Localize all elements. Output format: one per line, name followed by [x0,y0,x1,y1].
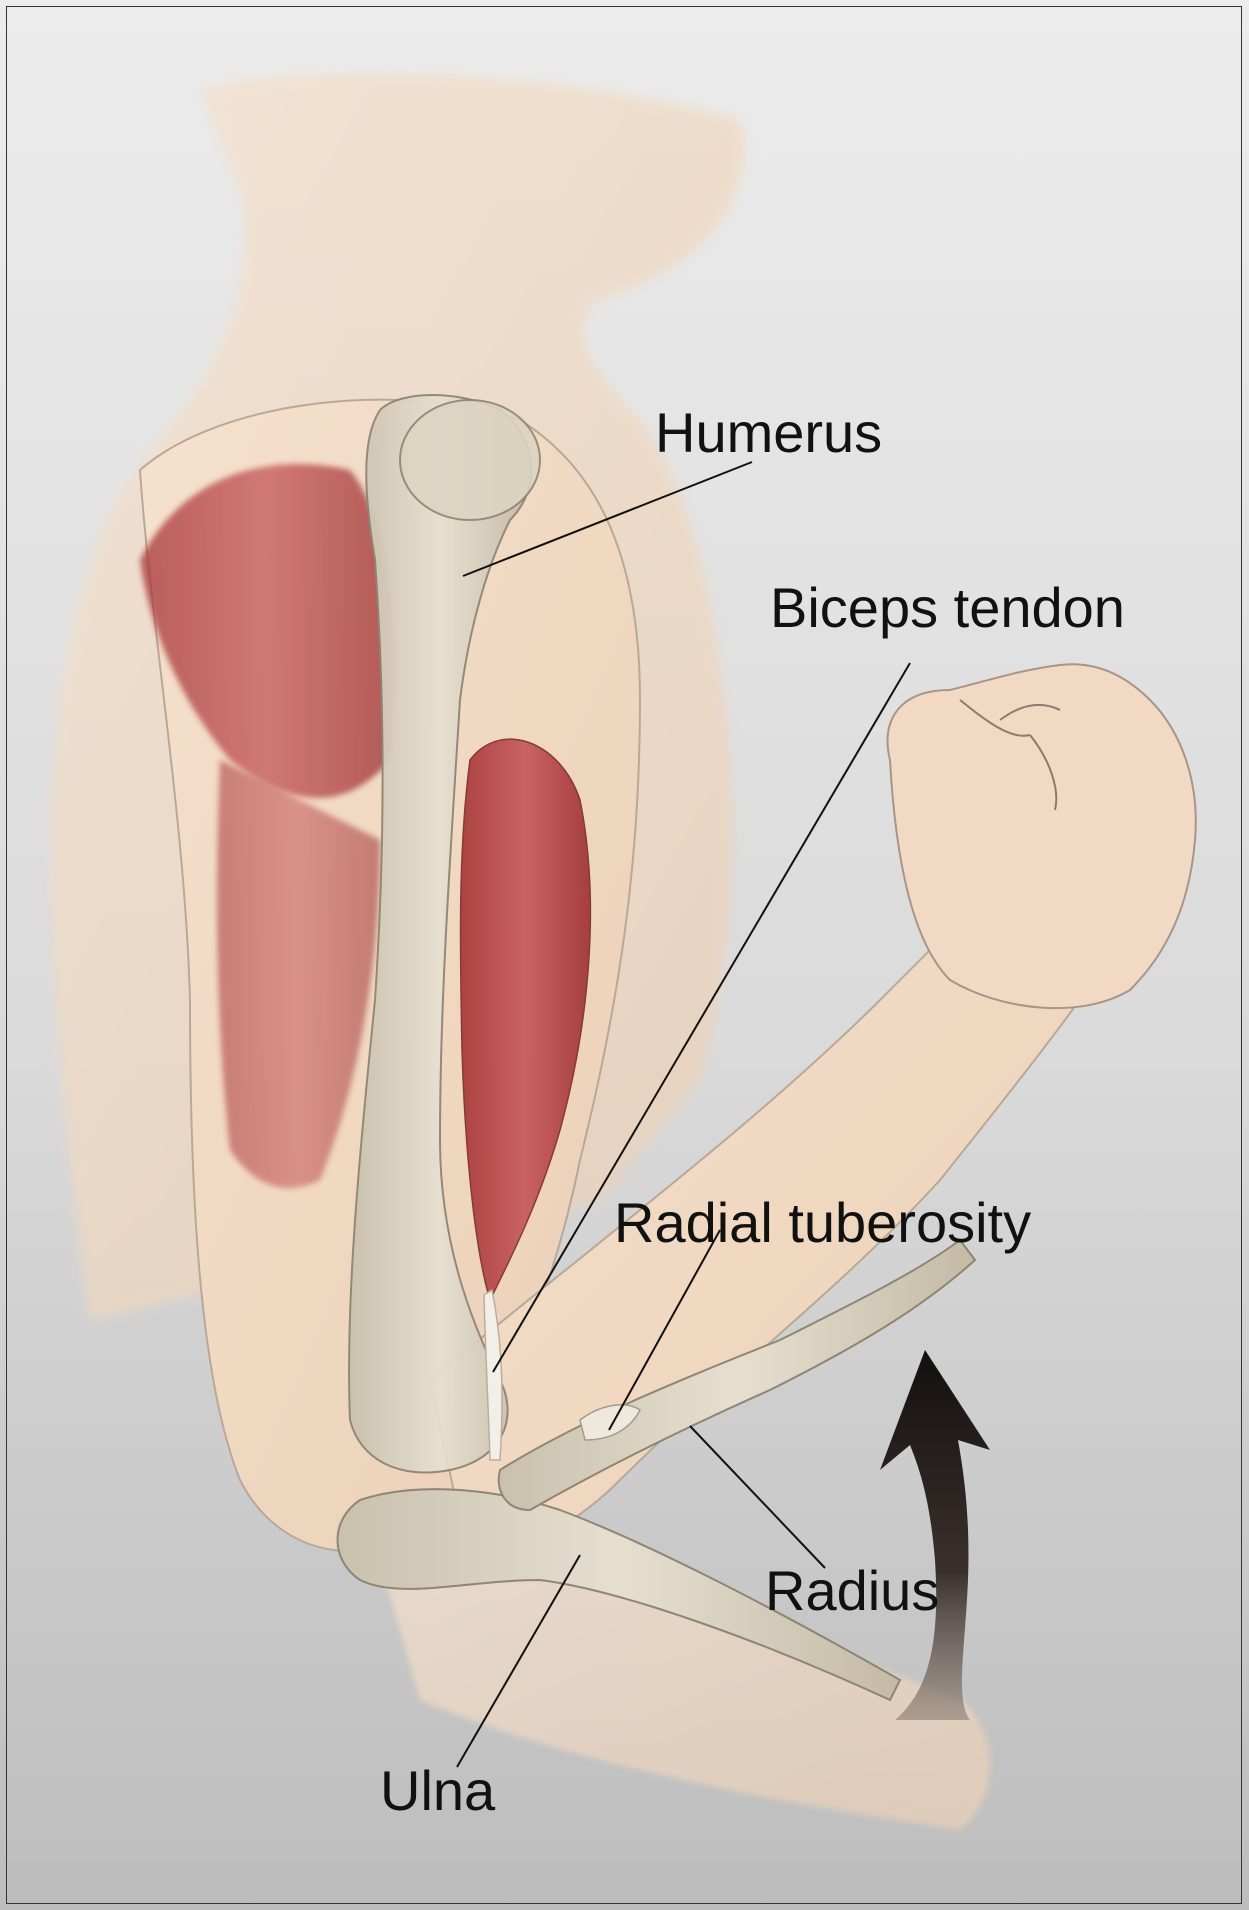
image-border [6,6,1242,1904]
